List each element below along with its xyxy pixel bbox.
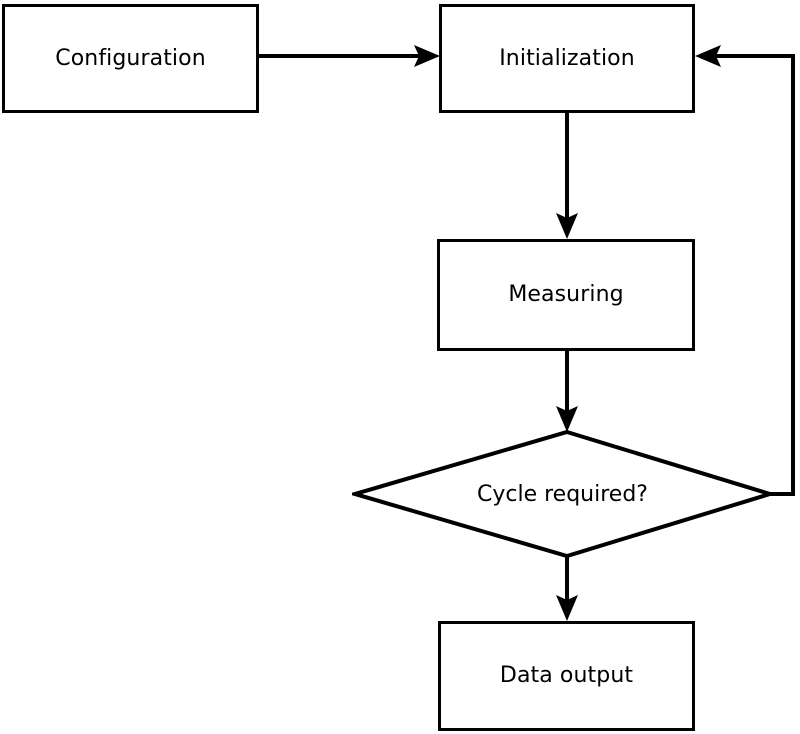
edge-cycle-to-dataoutput <box>556 556 578 621</box>
edge-measuring-to-cycle <box>556 351 578 432</box>
node-measuring-label: Measuring <box>508 282 624 307</box>
edge-configuration-to-initialization <box>259 45 440 67</box>
node-initialization-label: Initialization <box>499 45 635 71</box>
node-configuration[interactable]: Configuration <box>2 4 259 113</box>
edge-cycle-to-initialization-loop <box>695 45 795 496</box>
node-data-output[interactable]: Data output <box>438 621 695 731</box>
node-configuration-label: Configuration <box>55 45 206 71</box>
node-initialization[interactable]: Initialization <box>439 4 695 113</box>
node-data-output-label: Data output <box>499 663 634 688</box>
edge-initialization-to-measuring <box>556 113 578 239</box>
node-measuring[interactable]: Measuring <box>437 239 695 351</box>
